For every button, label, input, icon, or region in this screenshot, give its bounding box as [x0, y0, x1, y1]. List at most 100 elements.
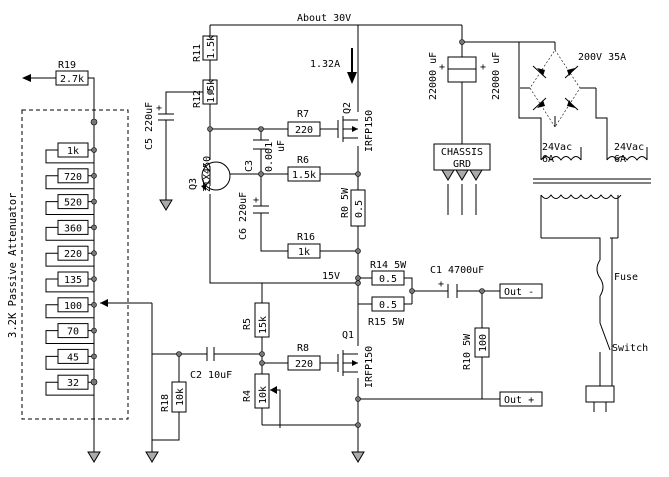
r10-name: R10 5W: [462, 333, 473, 370]
r0-resistor: [350, 189, 366, 227]
c1-plus: +: [438, 279, 444, 290]
c5-capacitor: [158, 113, 174, 121]
bulk-capacitor-pair: + +: [439, 56, 486, 83]
r6-resistor: [287, 166, 321, 182]
r16-resistor: [287, 243, 321, 259]
q2-mosfet: [337, 116, 358, 142]
r5-resistor: [254, 302, 270, 338]
r15-resistor: [371, 296, 405, 312]
attenuator-tap-dot: [91, 147, 97, 153]
attenuator-resistor-value: 135: [64, 275, 82, 286]
r11-resistor: [202, 35, 218, 61]
secondary-left-current: 6A: [542, 154, 554, 165]
attenuator-tap-dot: [91, 250, 97, 256]
q1-mosfet: [337, 350, 358, 376]
attenuator-resistor-value: 720: [64, 172, 82, 183]
junction-dots: [176, 39, 485, 428]
secondary-left-voltage: 24Vac: [542, 142, 572, 153]
q3-transistor: [201, 161, 231, 191]
r10-resistor: [474, 327, 490, 358]
r7-name: R7: [297, 109, 309, 120]
c5-plus: +: [156, 103, 162, 114]
attenuator-bottom-node: [90, 378, 98, 386]
supply-voltage-label: About 30V: [297, 13, 351, 24]
r7-resistor: [287, 121, 321, 137]
q1-type: IRFP150: [364, 346, 375, 388]
chassis-ground-symbols: [441, 169, 483, 181]
attenuator-tap-dot: [91, 224, 97, 231]
r6-value: 1.5k: [292, 170, 316, 181]
c6-label: C6 220uF: [238, 192, 249, 240]
r14-resistor: [371, 270, 405, 286]
r8-name: R8: [297, 343, 309, 354]
r7-value: 220: [295, 125, 313, 136]
attenuator-tap-dot: [91, 173, 97, 179]
c3-unit: uF: [276, 140, 287, 152]
attenuator-resistor-value: 1k: [67, 146, 79, 157]
attenuator-resistor-value: 70: [67, 327, 79, 338]
current-arrow-head: [347, 72, 357, 84]
r15-value: 0.5: [379, 300, 397, 311]
out-plus-terminal: [499, 391, 543, 407]
r15-name: R15 5W: [368, 317, 405, 328]
q3-label: Q3: [188, 178, 199, 190]
out-plus-label: Out +: [504, 395, 534, 406]
chassis-line1: CHASSIS: [441, 147, 483, 158]
c2-label: C2 10uF: [190, 370, 232, 381]
svg-text:+: +: [480, 62, 486, 73]
r11-value: 1.5k: [206, 35, 217, 59]
chassis-line2: GRD: [453, 159, 471, 170]
r19-input-arrow: [22, 74, 31, 82]
c2-capacitor: [206, 347, 215, 361]
fuse-symbol: [596, 259, 604, 297]
bridge-rectifier: [529, 49, 581, 128]
r16-name: R16: [297, 232, 315, 243]
r19-name: R19: [58, 60, 76, 71]
ground-symbols: [87, 199, 365, 463]
r18-value: 10k: [175, 388, 186, 406]
q1-label: Q1: [342, 330, 354, 341]
r18-name: R18: [160, 394, 171, 412]
supply-current-label: 1.32A: [310, 59, 340, 70]
attenuator-tap-dot: [91, 276, 97, 282]
attenuator-tap-dot: [91, 327, 97, 334]
r8-value: 220: [295, 359, 313, 370]
attenuator-frame: [21, 109, 129, 420]
out-minus-label: Out -: [504, 287, 534, 298]
mains-plug-icon: [585, 376, 615, 412]
fuse-label: Fuse: [614, 272, 638, 283]
bulk-cap-right-label: 22000 uF: [491, 52, 502, 100]
attenuator-resistor-value: 360: [64, 223, 82, 234]
attenuator-tap-dot: [91, 353, 97, 360]
r0-value: 0.5: [354, 200, 365, 218]
r19-value: 2.7k: [60, 74, 84, 85]
out-minus-terminal: [499, 283, 543, 299]
r14-value: 0.5: [379, 274, 397, 285]
bridge-rating: 200V 35A: [578, 52, 626, 63]
c3-value: 0.001: [264, 142, 275, 172]
secondary-right-voltage: 24Vac: [614, 142, 644, 153]
attenuator-wiper-arrow: [100, 299, 108, 307]
attenuator-title: 3.2K Passive Attenuator: [7, 193, 19, 338]
r4-wiper-arrow: [270, 386, 277, 394]
wiring: [30, 24, 619, 452]
q2-type: IRFP150: [364, 110, 375, 152]
c6-capacitor: [253, 205, 269, 214]
r8-resistor: [287, 355, 321, 371]
r6-name: R6: [297, 155, 309, 166]
r16-value: 1k: [298, 247, 310, 258]
q3-type: ZTX450: [202, 156, 213, 192]
r4-value: 10k: [258, 386, 269, 404]
attenuator-top-node: [90, 118, 98, 126]
attenuator-resistor-value: 32: [67, 378, 79, 389]
q2-label: Q2: [342, 102, 353, 114]
attenuator-resistor-value: 520: [64, 198, 82, 209]
c5-label: C5 220uF: [144, 102, 155, 150]
mid-node-label: 15V: [322, 271, 340, 282]
c3-capacitor: [253, 139, 269, 150]
attenuator-resistor-value: 45: [67, 352, 79, 363]
r12-name: R12: [192, 90, 203, 108]
c3-label: C3: [244, 160, 255, 172]
attenuator-tap-dot: [91, 301, 97, 308]
